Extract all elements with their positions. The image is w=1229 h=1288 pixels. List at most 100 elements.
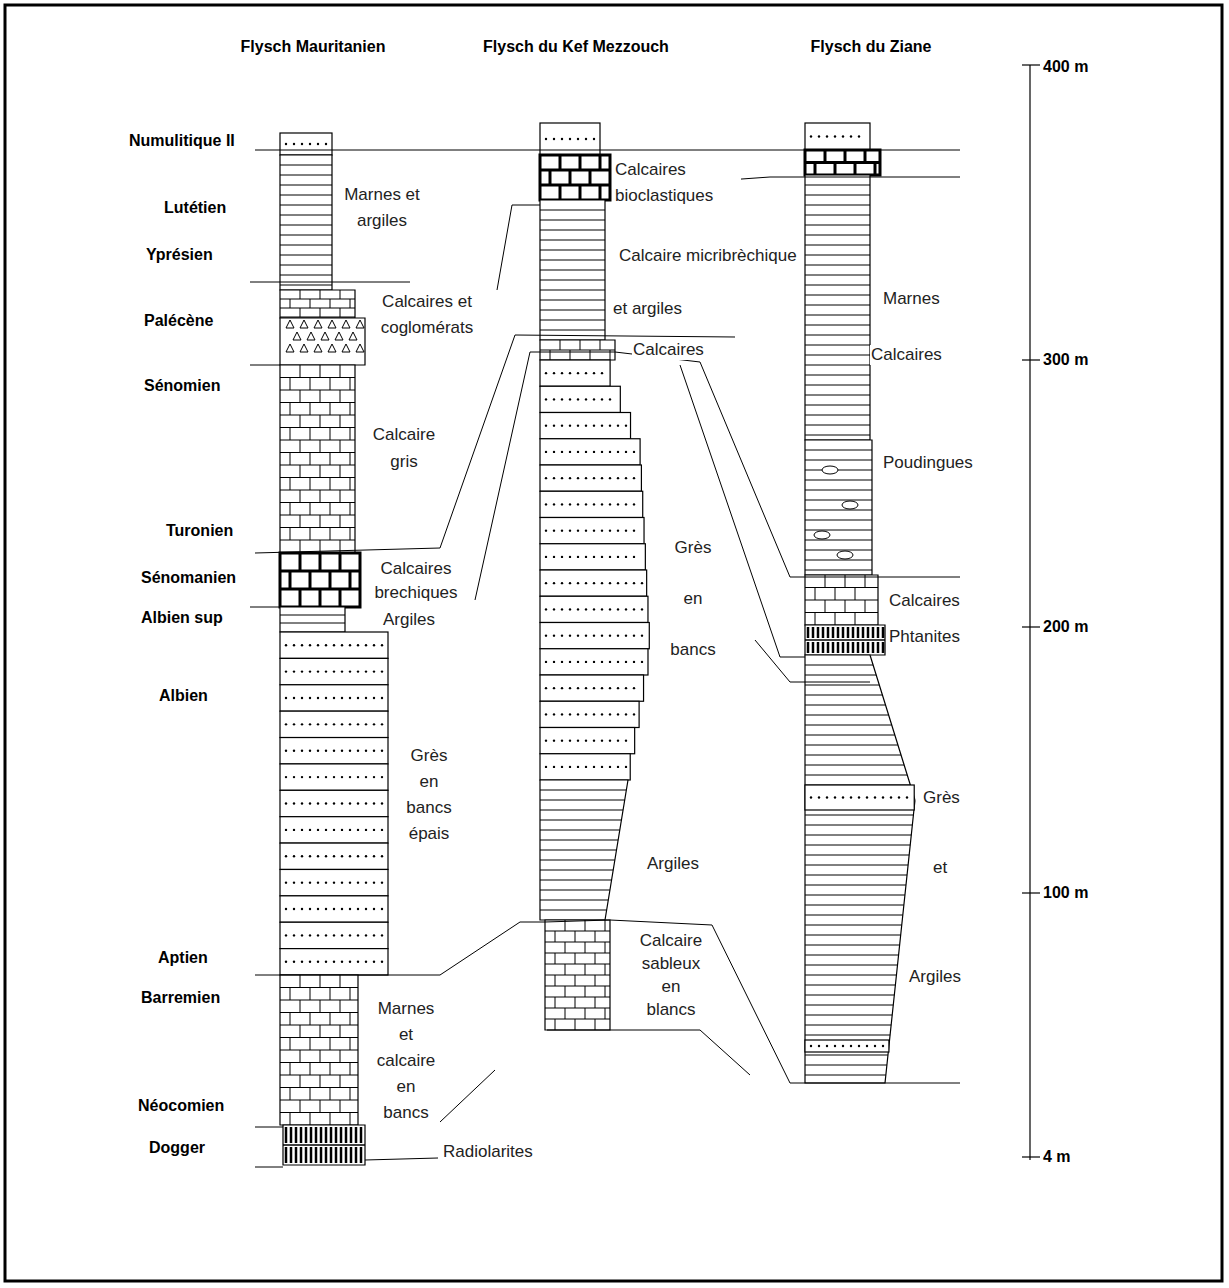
sand-dot <box>349 644 351 646</box>
pattern-line <box>540 800 625 801</box>
sand-dot <box>381 934 383 936</box>
pattern-line <box>805 285 870 286</box>
pattern-line <box>350 1013 351 1026</box>
sandstone-bed <box>540 728 635 754</box>
sand-dot <box>577 556 579 558</box>
pattern-line <box>1029 65 1030 1160</box>
conglomerate-clast <box>286 320 294 328</box>
sandstone-bed <box>540 413 631 439</box>
pattern-line <box>805 639 885 641</box>
sand-dot <box>317 908 319 910</box>
sand-dot <box>341 723 343 725</box>
sand-dot <box>617 713 619 715</box>
sand-dot <box>309 750 311 752</box>
sand-dot <box>325 802 327 804</box>
pattern-line <box>280 299 355 300</box>
pattern-line <box>315 1127 318 1143</box>
sand-dot <box>585 398 587 400</box>
sand-dot <box>890 796 892 798</box>
pattern-line <box>350 403 351 416</box>
conglomerate-clast <box>293 332 301 340</box>
sand-dot <box>349 829 351 831</box>
sand-dot <box>349 908 351 910</box>
stage-label: Yprésien <box>145 245 214 264</box>
pattern-line <box>540 300 605 301</box>
sand-dot <box>325 829 327 831</box>
pattern-line <box>330 1113 331 1126</box>
correlation-line <box>365 1158 438 1160</box>
sandstone-bed <box>540 570 647 596</box>
bed-outline <box>540 340 615 360</box>
sand-dot <box>381 697 383 699</box>
stage-label: Dogger <box>148 1138 206 1157</box>
sandstone-bed <box>280 817 388 843</box>
pattern-line <box>320 365 321 378</box>
stage-label: Aptien <box>157 948 209 967</box>
sand-dot <box>810 135 812 137</box>
pattern-line <box>877 627 880 638</box>
sand-dot <box>601 556 603 558</box>
sand-dot <box>545 582 547 584</box>
pattern-line <box>300 415 301 428</box>
pattern-line <box>290 403 291 416</box>
sand-dot <box>341 855 343 857</box>
sand-dot <box>577 661 579 663</box>
pattern-line <box>540 350 615 351</box>
pattern-line <box>290 503 291 516</box>
sand-dot <box>834 1045 836 1047</box>
pattern-line <box>855 613 856 626</box>
correlation-line <box>255 1127 283 1128</box>
pattern-line <box>805 450 872 451</box>
pattern-line <box>805 612 878 613</box>
pattern-line <box>320 308 321 317</box>
sandstone-bed <box>540 754 630 780</box>
pattern-line <box>350 428 351 441</box>
sand-dot <box>373 961 375 963</box>
pattern-line <box>864 150 867 163</box>
sand-dot <box>349 697 351 699</box>
pattern-line <box>805 755 901 756</box>
sandstone-bed <box>280 133 332 155</box>
pattern-line <box>585 1008 586 1019</box>
sand-dot <box>553 451 555 453</box>
sand-dot <box>577 608 579 610</box>
pattern-line <box>350 1088 351 1101</box>
lithology-label: et argiles <box>612 299 683 319</box>
pattern-line <box>280 527 355 528</box>
pattern-line <box>862 627 865 638</box>
pattern-line <box>824 150 827 163</box>
pattern-line <box>330 428 331 441</box>
pattern-line <box>330 1063 331 1076</box>
pattern-line <box>310 528 311 541</box>
sand-dot <box>545 451 547 453</box>
pattern-line <box>310 478 311 491</box>
pattern-line <box>805 185 870 186</box>
sand-dot <box>381 644 383 646</box>
sand-dot <box>545 766 547 768</box>
sand-dot <box>349 802 351 804</box>
pattern-line <box>540 820 621 821</box>
sandstone-bed <box>280 658 388 684</box>
pattern-line <box>280 987 358 988</box>
sand-dot <box>858 1045 860 1047</box>
sand-dot <box>381 776 383 778</box>
stage-label: Albien sup <box>140 608 224 627</box>
sand-dot <box>569 424 571 426</box>
pattern-line <box>280 452 355 453</box>
sand-dot <box>373 697 375 699</box>
sand-dot <box>365 644 367 646</box>
sand-dot <box>357 776 359 778</box>
sandstone-bed <box>540 623 649 649</box>
pattern-line <box>285 1147 288 1163</box>
sand-dot <box>553 138 555 140</box>
sand-dot <box>325 855 327 857</box>
pattern-line <box>310 428 311 441</box>
sand-dot <box>593 398 595 400</box>
pattern-line <box>835 613 836 626</box>
pattern-line <box>805 665 873 666</box>
pattern-line <box>805 965 898 966</box>
pattern-line <box>280 1012 358 1013</box>
lithology-label: Calcaires bioclastiques <box>614 157 741 209</box>
sand-dot <box>585 138 587 140</box>
